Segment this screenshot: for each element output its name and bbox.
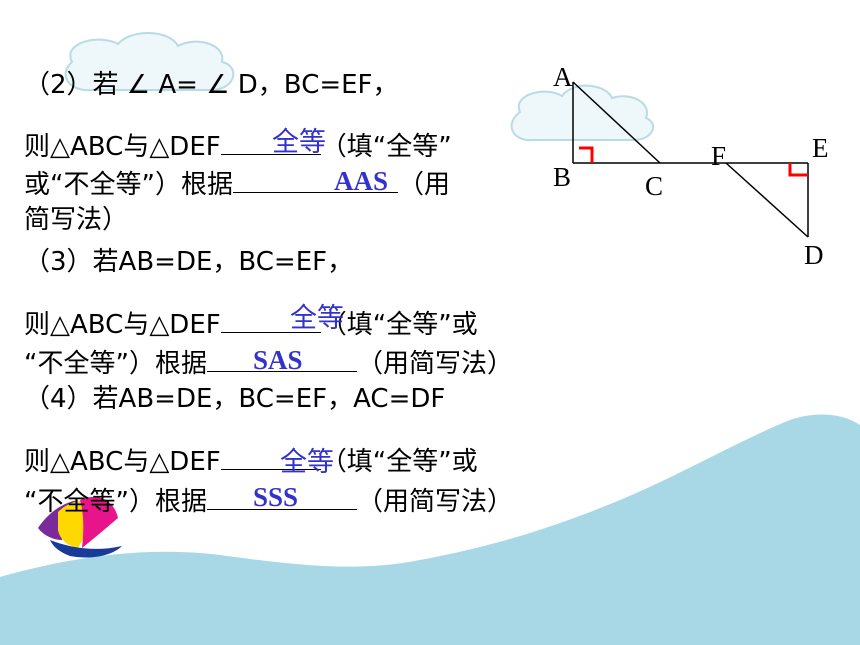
- wave-shape: [0, 414, 860, 645]
- q3-line3-prefix: “不全等”）根据: [24, 349, 207, 379]
- q3-line2-suffix: （填“全等”或: [320, 310, 478, 340]
- q3-answer-reason: SAS: [253, 345, 303, 375]
- q4-line2: 则△ABC与△DEF （填“全等”或: [24, 445, 478, 475]
- q4-line2-suffix: （填“全等”或: [320, 447, 478, 477]
- q2-line3: 或“不全等”）根据 （用: [24, 168, 450, 198]
- vertex-label-d: D: [804, 240, 824, 270]
- vertex-label-c: C: [645, 171, 664, 201]
- q2-reason-blank[interactable]: [232, 168, 398, 193]
- q2-answer-relation: 全等: [272, 127, 326, 158]
- cloud-left: [64, 31, 235, 92]
- vertex-label-a: A: [553, 62, 573, 92]
- q2-relation-blank[interactable]: [220, 130, 321, 155]
- q2-condition: （2）若 ∠ A= ∠ D，BC=EF，: [24, 70, 399, 100]
- q4-line2-prefix: 则△ABC与△DEF: [24, 447, 221, 477]
- q4-line3-suffix: （用简写法）: [356, 487, 513, 517]
- q4-condition: （4）若AB=DE，BC=EF，AC=DF: [24, 384, 446, 414]
- q4-line3: “不全等”）根据 （用简写法）: [24, 485, 513, 515]
- right-angle-markers: [579, 146, 808, 177]
- vertex-label-b: B: [553, 162, 572, 192]
- q2-line2-suffix: （填“全等”: [320, 132, 452, 162]
- q4-reason-blank[interactable]: [206, 485, 357, 510]
- q2-line2: 则△ABC与△DEF （填“全等”: [24, 130, 452, 160]
- q4-answer-relation: 全等: [280, 447, 334, 478]
- q3-line2-prefix: 则△ABC与△DEF: [24, 310, 221, 340]
- q3-line3-suffix: （用简写法）: [356, 349, 513, 379]
- q4-line3-prefix: “不全等”）根据: [24, 487, 207, 517]
- q2-line3-suffix: （用: [397, 170, 450, 200]
- q2-line2-prefix: 则△ABC与△DEF: [24, 132, 221, 162]
- decor-dot-large: [824, 446, 836, 458]
- q3-reason-blank[interactable]: [206, 347, 357, 372]
- cloud-right: [510, 84, 655, 142]
- vertex-label-f: F: [711, 141, 727, 171]
- q4-answer-reason: SSS: [253, 482, 299, 512]
- q3-line2: 则△ABC与△DEF （填“全等”或: [24, 308, 478, 338]
- q2-answer-reason: AAS: [334, 166, 389, 196]
- swoosh-logo-icon: [38, 496, 122, 558]
- q3-condition: （3）若AB=DE，BC=EF，: [24, 247, 354, 277]
- q2-line4: 简写法）: [24, 205, 129, 235]
- q3-relation-blank[interactable]: [220, 308, 321, 333]
- q3-answer-relation: 全等: [290, 303, 344, 334]
- q3-line3: “不全等”）根据 （用简写法）: [24, 347, 513, 377]
- vertex-label-e: E: [812, 133, 829, 163]
- q2-line3-prefix: 或“不全等”）根据: [24, 170, 233, 200]
- q4-relation-blank[interactable]: [220, 445, 321, 470]
- decor-dot-small: [806, 495, 812, 501]
